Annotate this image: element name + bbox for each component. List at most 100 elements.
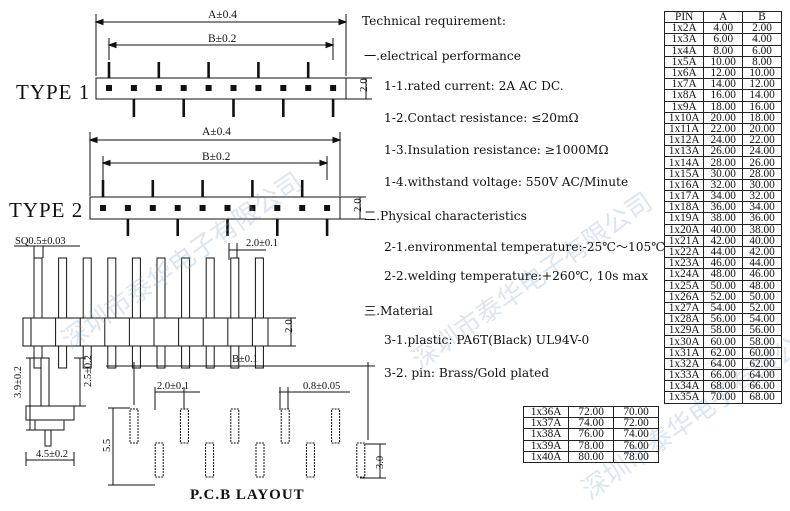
a-cell: 12.00: [703, 66, 744, 80]
req-item: 3-2. pin: Brass/Gold plated: [384, 366, 550, 380]
req-item: 二.Physical characteristics: [364, 209, 527, 223]
a-cell: 6.00: [703, 33, 744, 46]
b-cell: 56.00: [742, 324, 782, 337]
a-cell: 36.00: [703, 201, 744, 214]
type1-dim-height: 2.0: [358, 78, 370, 92]
b-cell: 38.00: [742, 223, 782, 236]
req-item: 2-2.welding temperature:+260℃, 10s max: [384, 269, 649, 283]
type2-drawing: [88, 132, 366, 236]
pin: [181, 257, 191, 319]
a-cell: 28.00: [703, 156, 744, 169]
pin-cell: 1x7A: [663, 78, 705, 91]
front-elevation: [14, 243, 296, 369]
pin-square: [124, 205, 131, 211]
pin-cell: 1x5A: [663, 55, 705, 68]
dim-side-pin: 2.5±0.2: [83, 355, 94, 387]
dim-pcb-pitch: 2.0±0.1: [157, 381, 189, 392]
a-cell: 30.00: [703, 167, 744, 180]
b-cell: 2.00: [742, 22, 782, 35]
pin-square: [149, 205, 156, 211]
a-cell: 64.00: [703, 357, 744, 371]
type2-dim-b: B±0.2: [202, 151, 231, 163]
pin-group: [30, 257, 264, 369]
b-cell: 44.00: [742, 257, 782, 270]
b-cell: 12.00: [742, 78, 782, 91]
pin-square: [130, 85, 137, 91]
pin-square: [100, 205, 106, 211]
pin: [107, 257, 117, 319]
pin-cell: 1x25A: [663, 279, 705, 292]
b-cell: 20.00: [742, 122, 782, 136]
a-cell: 26.00: [703, 145, 744, 158]
pin: [230, 345, 240, 369]
a-cell: 18.00: [703, 100, 744, 113]
pin-square: [224, 205, 231, 211]
a-cell: 76.00: [568, 428, 615, 441]
a-cell: 10.00: [703, 55, 744, 68]
b-cell: 58.00: [742, 335, 782, 348]
type1-label: TYPE 1: [16, 80, 91, 104]
pin-cell: 1x22A: [663, 245, 705, 259]
b-cell: 78.00: [613, 450, 659, 463]
b-cell: 76.00: [613, 439, 659, 452]
dim-side-height: 3.9±0.2: [13, 366, 24, 398]
b-cell: 22.00: [742, 134, 782, 147]
b-cell: 14.00: [742, 89, 782, 102]
pin-cell: 1x34A: [663, 380, 705, 393]
a-cell: 80.00: [568, 450, 615, 463]
dim-pcb-pad-len: 3.0: [375, 456, 386, 469]
dim-pcb-row-gap: 5.5: [102, 439, 113, 452]
type2-dim-height: 2.0: [352, 198, 364, 212]
req-item: 1-4.withstand voltage: 550V AC/Minute: [384, 175, 629, 189]
pin-cell: 1x37A: [522, 417, 570, 430]
b-cell: 26.00: [742, 156, 782, 169]
b-cell: 18.00: [742, 111, 782, 124]
dim-pitch: 2.0±0.1: [246, 238, 278, 249]
b-cell: 4.00: [742, 33, 782, 46]
pin-cell: 1x28A: [663, 313, 705, 326]
a-cell: 70.00: [703, 391, 744, 404]
b-cell: 68.00: [742, 391, 782, 404]
pin-cell: 1x24A: [663, 268, 705, 281]
pin: [33, 257, 43, 319]
pin: [58, 345, 68, 369]
a-cell: 72.00: [568, 405, 615, 419]
b-cell: 6.00: [742, 44, 782, 57]
a-cell: 78.00: [568, 439, 615, 452]
pcb-layout: [106, 362, 386, 486]
pin: [33, 345, 43, 369]
pin-square: [180, 85, 187, 91]
pin: [205, 257, 215, 319]
pin-cell: 1x35A: [663, 391, 705, 404]
pin-cell: 1x26A: [663, 290, 705, 303]
a-cell: 32.00: [703, 178, 744, 192]
b-cell: 74.00: [613, 428, 659, 441]
dim-body-height: 2.0: [283, 319, 295, 333]
a-cell: 8.00: [703, 44, 744, 57]
pin: [82, 345, 92, 369]
b-cell: 40.00: [742, 234, 782, 247]
pin: [107, 345, 117, 369]
pin-square: [330, 85, 337, 91]
pcb-pad: [230, 408, 240, 444]
b-cell: 72.00: [613, 417, 659, 430]
